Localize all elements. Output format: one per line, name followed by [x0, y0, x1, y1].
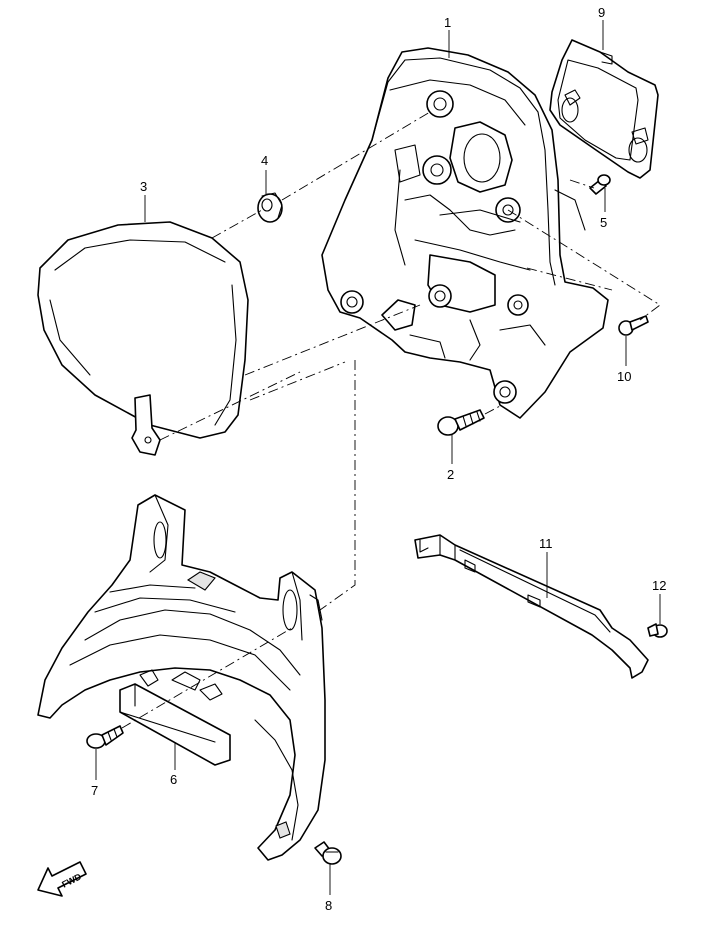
part-10-screw: [618, 315, 649, 336]
callout-4: 4: [261, 153, 268, 168]
callout-6: 6: [170, 772, 177, 787]
callout-10: 10: [617, 369, 631, 384]
fwd-direction-arrow: FWD: [37, 861, 87, 897]
part-7-screw: [86, 725, 124, 749]
callout-12: 12: [652, 578, 666, 593]
part-3-backrest-cushion: [37, 221, 249, 456]
part-5-screw: [589, 174, 611, 195]
callout-1: 1: [444, 15, 451, 30]
callout-7: 7: [91, 783, 98, 798]
callout-labels: 1 2 3 4 5 6 7 8 9 10 11 12: [91, 5, 666, 913]
part-9-trim-frame: [549, 39, 659, 179]
part-12-screw: [647, 623, 668, 638]
callout-3: 3: [140, 179, 147, 194]
callout-5: 5: [600, 215, 607, 230]
callout-9: 9: [598, 5, 605, 20]
part-11-stay: [414, 534, 649, 679]
part-8-bolt: [314, 841, 342, 865]
part-1-backrest-bracket: [321, 47, 609, 419]
leader-lines: [95, 20, 661, 895]
callout-8: 8: [325, 898, 332, 913]
part-6-lower-cover: [37, 494, 326, 861]
callout-2: 2: [447, 467, 454, 482]
part-4-rubber-bush: [257, 192, 283, 223]
assembly-lines: [121, 111, 661, 729]
part-2-bolt: [437, 409, 485, 436]
callout-11: 11: [539, 536, 553, 551]
